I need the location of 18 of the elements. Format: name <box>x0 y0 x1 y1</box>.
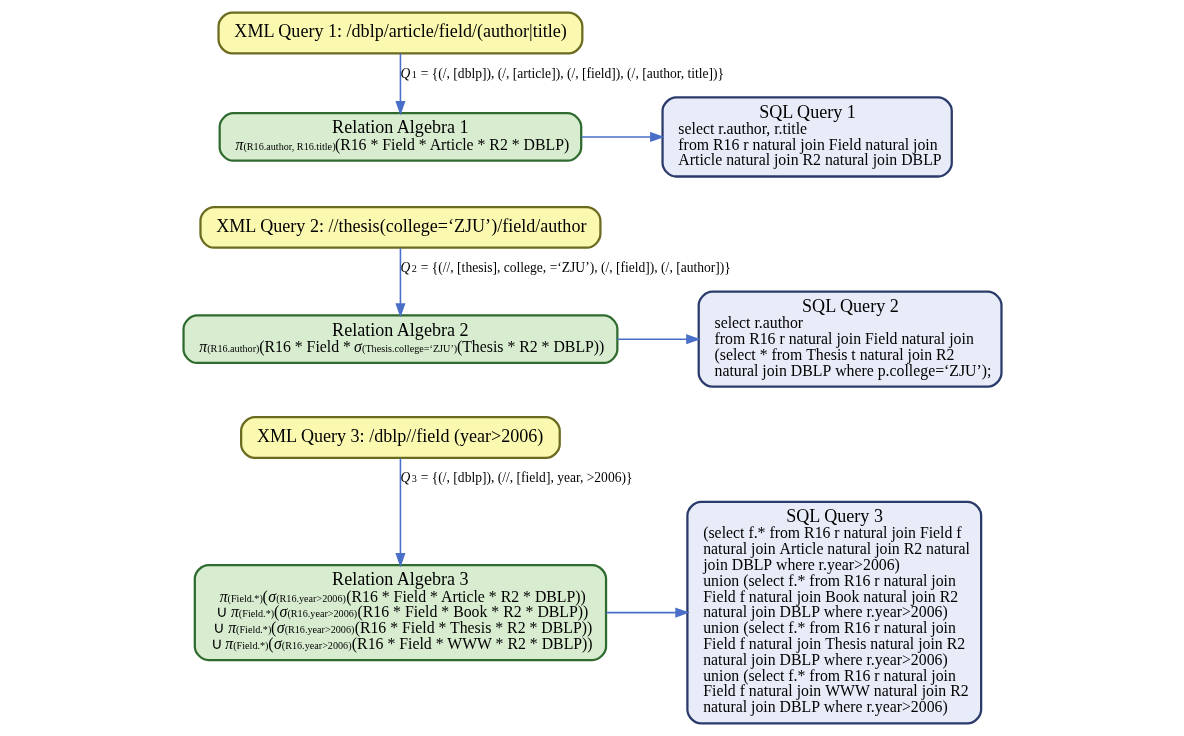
node-box: Relation Algebra 1 π(R16.author, R16.title)(R16 * Field * Article * R2 * DBLP) <box>218 112 582 162</box>
node-box: Relation Algebra 2 π(R16.author)(R16 * Field *σ(Thesis.college=‘ZJU’)(Thesis * R2 * DBLP)) <box>181 314 618 365</box>
arrow <box>394 247 405 318</box>
arrow <box>394 52 405 116</box>
edge-label: Q1 = {(/, [dblp]), (/, [article]), (/, [field]), (/, [author, title])} <box>399 65 724 81</box>
node-box: XML Query 2: //thesis(college=‘ZJU’)/field/author <box>198 205 602 249</box>
node-box: SQL Query 3 (select f.* from R16 r natural join Field f natural join Article natural join R2 natural join DBLP where r.year>2006) union (select f.* from R16 r natural join Field f natural join Book natural join R2 natural join DBLP where r.year>2006) union (select f.* from R16 r natural join Field f natural join Thesis natural join R2 natural join DBLP where r.year>2006) union (select f.* from R16 r natural join Field f natural join WWW natural join R2 natural join DBLP where r.year>2006) <box>685 500 982 725</box>
arrow <box>394 457 405 568</box>
edge-label: Q3 = {(/, [dblp]), (//, [field], year, >2006)} <box>399 470 632 486</box>
node-box: SQL Query 2 select r.author from R16 r natural join Field natural join (select * from Thesis t natural join R2 natural join DBLP where p.college=‘ZJU’); <box>697 290 1003 388</box>
node-box: SQL Query 1 select r.author, r.title from R16 r natural join Field natural join Article natural join R2 natural join DBLP <box>660 96 953 178</box>
node-box: XML Query 3: /dblp//field (year>2006) <box>239 416 561 459</box>
arrow <box>616 334 701 345</box>
edge-label: Q2 = {(//, [thesis], college, =‘ZJU’), (/, [field]), (/, [author])} <box>399 260 731 276</box>
node-box: Relation Algebra 3 π(Field.*)(σ(R16.year>2006)(R16 * Field * Article * R2 * DBLP)) ∪π(Field.*)(σ(R16.year>2006)(R16 * Field * Book * R2 * DBLP)) ∪π(Field.*)(σ(R16.year>2006)(R16 * Field * Thesis * R2 * DBLP)) ∪π(Field.*)(σ(R16.year>2006)(R16 * Field * WWW * R2 * DBLP)) <box>193 564 607 662</box>
arrow <box>580 131 665 143</box>
arrow <box>605 607 690 618</box>
node-box: XML Query 1: /dblp/article/field/(author|title) <box>216 11 583 55</box>
